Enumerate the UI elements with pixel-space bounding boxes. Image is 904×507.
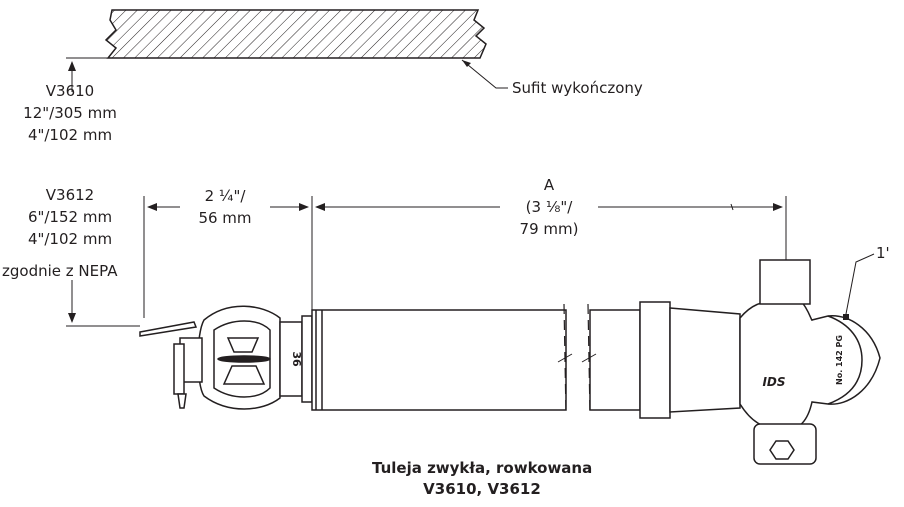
size-marking: 36 — [290, 351, 303, 367]
ceiling-hatch — [104, 9, 487, 59]
head-dimension: 2 ¼"/ 56 mm — [180, 185, 270, 229]
v3612-max: 6"/152 mm — [27, 208, 113, 226]
sprinkler-head — [139, 305, 313, 410]
nepa-label: zgodnie z NEPA — [2, 262, 118, 280]
v3610-model: V3610 — [45, 82, 95, 100]
head-dim-line2: 56 mm — [198, 209, 252, 227]
caption-line2: V3610, V3612 — [423, 480, 541, 498]
dimension-a-line2: 79 mm) — [519, 220, 579, 238]
callout-label: 1' — [876, 244, 890, 262]
v3612-model: V3612 — [45, 186, 95, 204]
sprinkler-body — [311, 259, 881, 465]
ceiling-label: Sufit wykończony — [512, 79, 643, 97]
dimension-a-line1: (3 ¹⁄₈"/ — [525, 198, 573, 216]
v3610-max: 12"/305 mm — [23, 104, 117, 122]
caption-line1: Tuleja zwykła, rowkowana — [372, 459, 593, 477]
v3612-min: 4"/102 mm — [27, 230, 113, 248]
head-dim-line1: 2 ¼"/ — [204, 187, 246, 205]
logo-marking: IDS — [762, 375, 785, 389]
dimension-a-letter: A — [543, 176, 555, 194]
caption: Tuleja zwykła, rowkowana V3610, V3612 — [372, 458, 592, 500]
dimension-a: A (3 ¹⁄₈"/ 79 mm) — [500, 174, 598, 240]
coupling-marking: No. 142 PG — [835, 335, 844, 385]
v3610-spec: V3610 12"/305 mm 4"/102 mm — [20, 80, 120, 146]
v3610-min: 4"/102 mm — [27, 126, 113, 144]
v3612-spec: V3612 6"/152 mm 4"/102 mm — [20, 184, 120, 250]
